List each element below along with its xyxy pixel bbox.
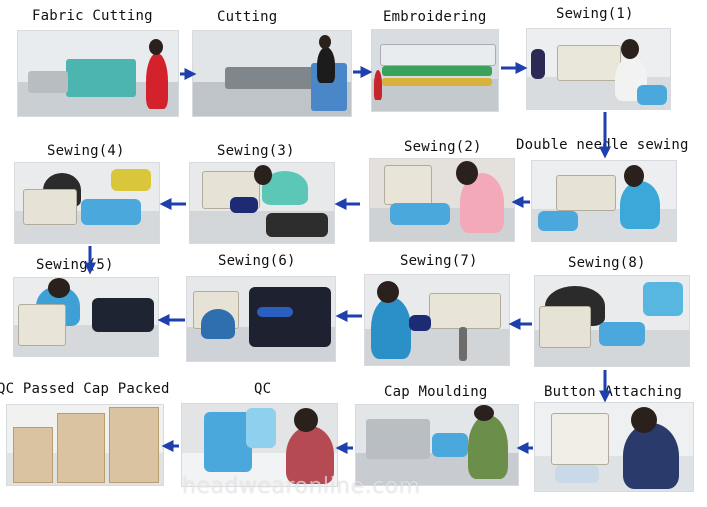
step-photo-double-needle-sewing <box>531 160 677 242</box>
step-label-cutting: Cutting <box>217 9 278 25</box>
watermark-text: headwearonline.com <box>182 474 421 499</box>
step-label-sewing-4: Sewing(4) <box>47 143 125 159</box>
step-photo-sewing-2 <box>369 158 515 242</box>
step-photo-sewing-1 <box>526 28 671 110</box>
step-label-sewing-8: Sewing(8) <box>568 255 646 271</box>
step-photo-qc-passed-cap-packed <box>6 404 164 486</box>
step-label-qc: QC <box>254 381 272 397</box>
step-label-qc-passed-cap-packed: QC Passed Cap Packed <box>0 381 170 397</box>
step-label-sewing-1: Sewing(1) <box>556 6 634 22</box>
step-photo-sewing-3 <box>189 162 335 244</box>
step-label-cap-moulding: Cap Moulding <box>384 384 488 400</box>
step-photo-sewing-4 <box>14 162 160 244</box>
step-photo-cap-moulding <box>355 404 519 486</box>
step-label-double-needle-sewing: Double needle sewing <box>516 137 689 153</box>
step-label-fabric-cutting: Fabric Cutting <box>32 8 153 24</box>
step-label-sewing-2: Sewing(2) <box>404 139 482 155</box>
step-label-sewing-6: Sewing(6) <box>218 253 296 269</box>
step-photo-qc <box>181 403 338 487</box>
step-photo-sewing-7 <box>364 274 510 366</box>
step-photo-button-attaching <box>534 402 694 492</box>
step-label-embroidering: Embroidering <box>383 9 487 25</box>
step-label-sewing-7: Sewing(7) <box>400 253 478 269</box>
step-photo-embroidering <box>371 29 499 112</box>
step-label-sewing-3: Sewing(3) <box>217 143 295 159</box>
step-label-button-attaching: Button Attaching <box>544 384 683 400</box>
step-photo-fabric-cutting <box>17 30 179 117</box>
step-photo-sewing-8 <box>534 275 690 367</box>
step-photo-sewing-5 <box>13 277 159 357</box>
